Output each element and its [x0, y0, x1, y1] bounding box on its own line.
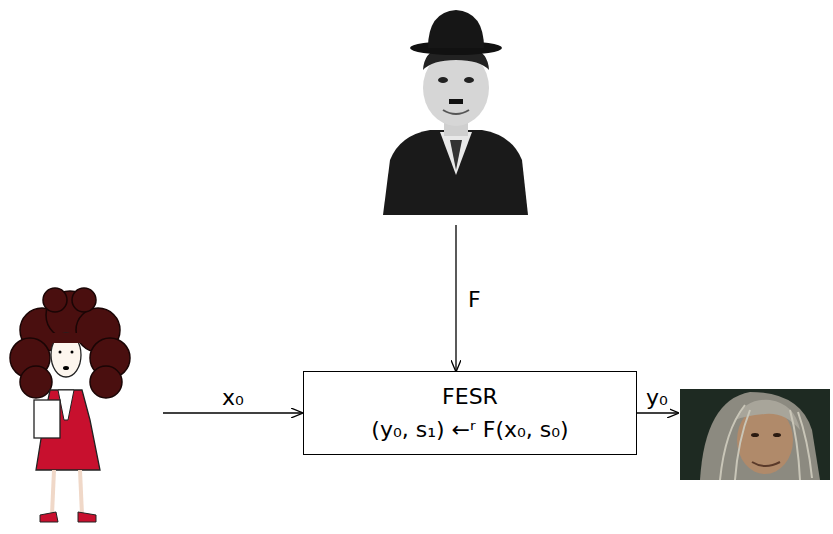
signal-label: y₀	[644, 385, 670, 411]
process-box: FESR(y₀, s₁) ←ʳ F(x₀, s₀)	[303, 371, 637, 455]
signal-label: x₀	[220, 385, 246, 411]
top-person-photo	[383, 10, 528, 215]
box-title: FESR	[442, 380, 498, 413]
right-person-photo	[680, 389, 830, 480]
box-formula: (y₀, s₁) ←ʳ F(x₀, s₀)	[371, 413, 568, 446]
left-person-cartoon	[10, 288, 130, 522]
signal-label: F	[466, 287, 483, 313]
